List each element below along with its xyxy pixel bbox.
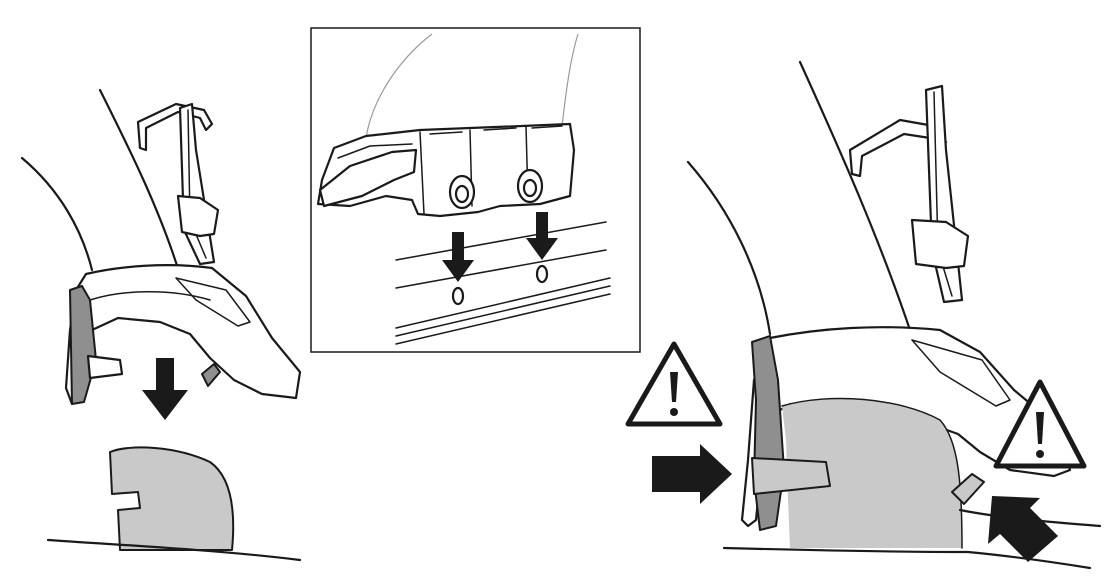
right-side-tab xyxy=(751,457,831,495)
right-rear-clip xyxy=(951,473,985,505)
down-arrow-icon xyxy=(442,232,474,282)
left-roof-contour xyxy=(20,156,94,272)
inset-rail-hole-right xyxy=(535,264,549,284)
inset-foot-body xyxy=(316,122,576,218)
left-roof-line xyxy=(46,538,302,562)
warning-icon xyxy=(625,341,723,427)
right-door-frame xyxy=(798,60,914,338)
inset-rail-line-4 xyxy=(395,285,611,337)
right-foot-window xyxy=(911,339,1011,407)
left-door-frame xyxy=(98,88,182,277)
inset-rail-line-2 xyxy=(395,249,607,289)
left-panel xyxy=(20,88,302,562)
down-arrow-icon xyxy=(526,212,558,260)
inset-bolt-right xyxy=(516,168,544,204)
left-side-tab xyxy=(86,354,124,380)
left-bracket-plate xyxy=(176,194,220,238)
inset-rail-hole-left xyxy=(451,286,465,306)
right-roof-contour xyxy=(686,160,772,336)
inset-foot-front-inner xyxy=(337,143,413,159)
inset-car-contour-2 xyxy=(561,33,579,127)
warning-icon xyxy=(993,379,1087,469)
left-rubber-pad xyxy=(109,446,235,551)
inset-bolt-left xyxy=(448,174,476,210)
inset-car-contour xyxy=(365,33,433,139)
inset-foot-top-detail xyxy=(429,125,563,135)
left-small-tab xyxy=(201,363,221,387)
inset-foot-front xyxy=(318,148,418,208)
inset-rail-line-5 xyxy=(395,293,611,345)
right-arrow-icon xyxy=(652,444,732,504)
left-foot-inner-line xyxy=(89,291,211,301)
right-bracket-plate xyxy=(910,218,970,270)
right-rubber-pad xyxy=(782,398,962,548)
inset-rail-line-3 xyxy=(395,277,611,329)
left-clamp-hook xyxy=(136,102,214,152)
inset-panel xyxy=(310,27,641,353)
right-panel xyxy=(625,60,1102,570)
right-roof-line xyxy=(722,546,1092,570)
inset-rail-line-1 xyxy=(395,221,607,261)
up-left-arrow-icon xyxy=(988,496,1058,562)
down-arrow-icon xyxy=(142,358,188,420)
